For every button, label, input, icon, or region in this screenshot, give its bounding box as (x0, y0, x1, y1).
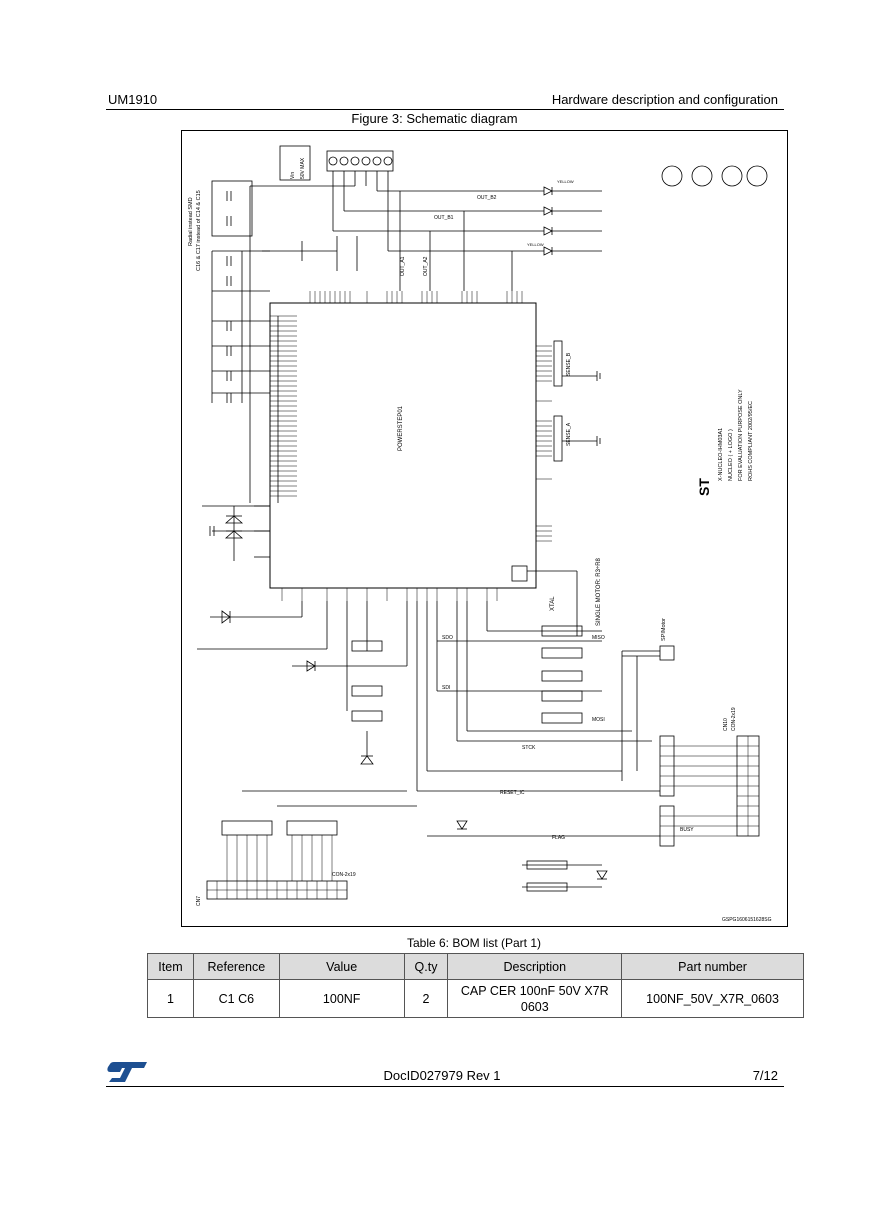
cell-reference: C1 C6 (192, 979, 280, 1018)
net-reset: RESET_IC (500, 790, 525, 796)
out-b2-label: OUT_B2 (477, 195, 497, 201)
figure-caption: Figure 3: Schematic diagram (351, 111, 518, 126)
footer-page-number: 7/12 (752, 1068, 778, 1083)
radial-note-line-2: C16 & C17 instead of C14 & C15 (196, 190, 202, 271)
bom-table: Item Reference Value Q.ty Description Pa… (147, 953, 804, 1018)
net-sdi: SDI (442, 685, 450, 691)
sense-a-label: SENSE_A (566, 422, 572, 446)
cell-part-number: 100NF_50V_X7R_0603 (621, 979, 804, 1018)
board-line-2: NUCLEO ( + LOGO ) (728, 429, 734, 481)
radial-note-line-1: Radial instead SMD (188, 197, 194, 246)
xtal-label: XTAL (550, 596, 556, 611)
cell-qty: 2 (403, 979, 449, 1018)
header-doc-id: UM1910 (108, 92, 158, 107)
header-rule (106, 109, 784, 110)
led-yellow-1: YELLOW (557, 179, 574, 184)
led-yellow-2: YELLOW (527, 242, 544, 247)
vin-box-label: Vin (290, 172, 296, 179)
header-section-title: Hardware description and configuration (551, 92, 778, 107)
col-header-part-number: Part number (621, 953, 804, 980)
board-line-3: FOR EVALUATION PURPOSE ONLY (738, 389, 744, 481)
board-line-4: ROHS COMPLIANT 2002/95/EC (748, 401, 754, 481)
net-stck: STCK (522, 745, 536, 751)
chip-label: POWERSTEP01 (398, 405, 404, 451)
net-flag: FLAG (552, 835, 565, 841)
cn7-label: CN7 (196, 896, 202, 906)
net-mosi: MOSI (592, 717, 605, 723)
schematic-diagram: POWERSTEP01 (181, 130, 788, 927)
drawing-code: GSPG1606151628SG (722, 917, 772, 923)
out-a1-label: OUT_A1 (400, 256, 406, 276)
col-header-value: Value (278, 953, 405, 980)
out-b1-label: OUT_B1 (434, 215, 454, 221)
footer-doc-ref: DocID027979 Rev 1 (383, 1068, 501, 1083)
col-header-reference: Reference (192, 953, 280, 980)
st-mark: ST (696, 478, 712, 496)
out-a2-label: OUT_A2 (423, 256, 429, 276)
cell-item: 1 (147, 979, 194, 1018)
spi-motor-label: SPIMotor (661, 618, 667, 641)
col-header-item: Item (147, 953, 194, 980)
sense-b-label: SENSE_B (566, 352, 572, 376)
cn7-type: CON-2x19 (332, 872, 356, 878)
cell-value: 100NF (278, 979, 405, 1018)
cn10-label: CN10 (723, 718, 729, 731)
col-header-description: Description (447, 953, 623, 980)
table-title: Table 6: BOM list (Part 1) (406, 936, 542, 950)
net-busy: BUSY (680, 827, 694, 833)
board-line-1: X-NUCLEO-IHM03A1 (718, 428, 724, 481)
single-motor-label: SINGLE MOTOR: R3÷R8 (596, 557, 602, 626)
net-sdo: SDO (442, 635, 453, 641)
table-header-row: Item Reference Value Q.ty Description Pa… (147, 953, 804, 980)
footer-rule (106, 1086, 784, 1087)
col-header-qty: Q.ty (403, 953, 449, 980)
table-row: 1 C1 C6 100NF 2 CAP CER 100nF 50V X7R 06… (147, 979, 804, 1018)
cell-description: CAP CER 100nF 50V X7R 0603 (447, 979, 623, 1018)
cn10-type: CON-2x19 (731, 707, 737, 731)
st-logo (106, 1061, 148, 1088)
vin-box-max: 50V MAX (300, 157, 306, 179)
net-miso: MISO (592, 635, 605, 641)
